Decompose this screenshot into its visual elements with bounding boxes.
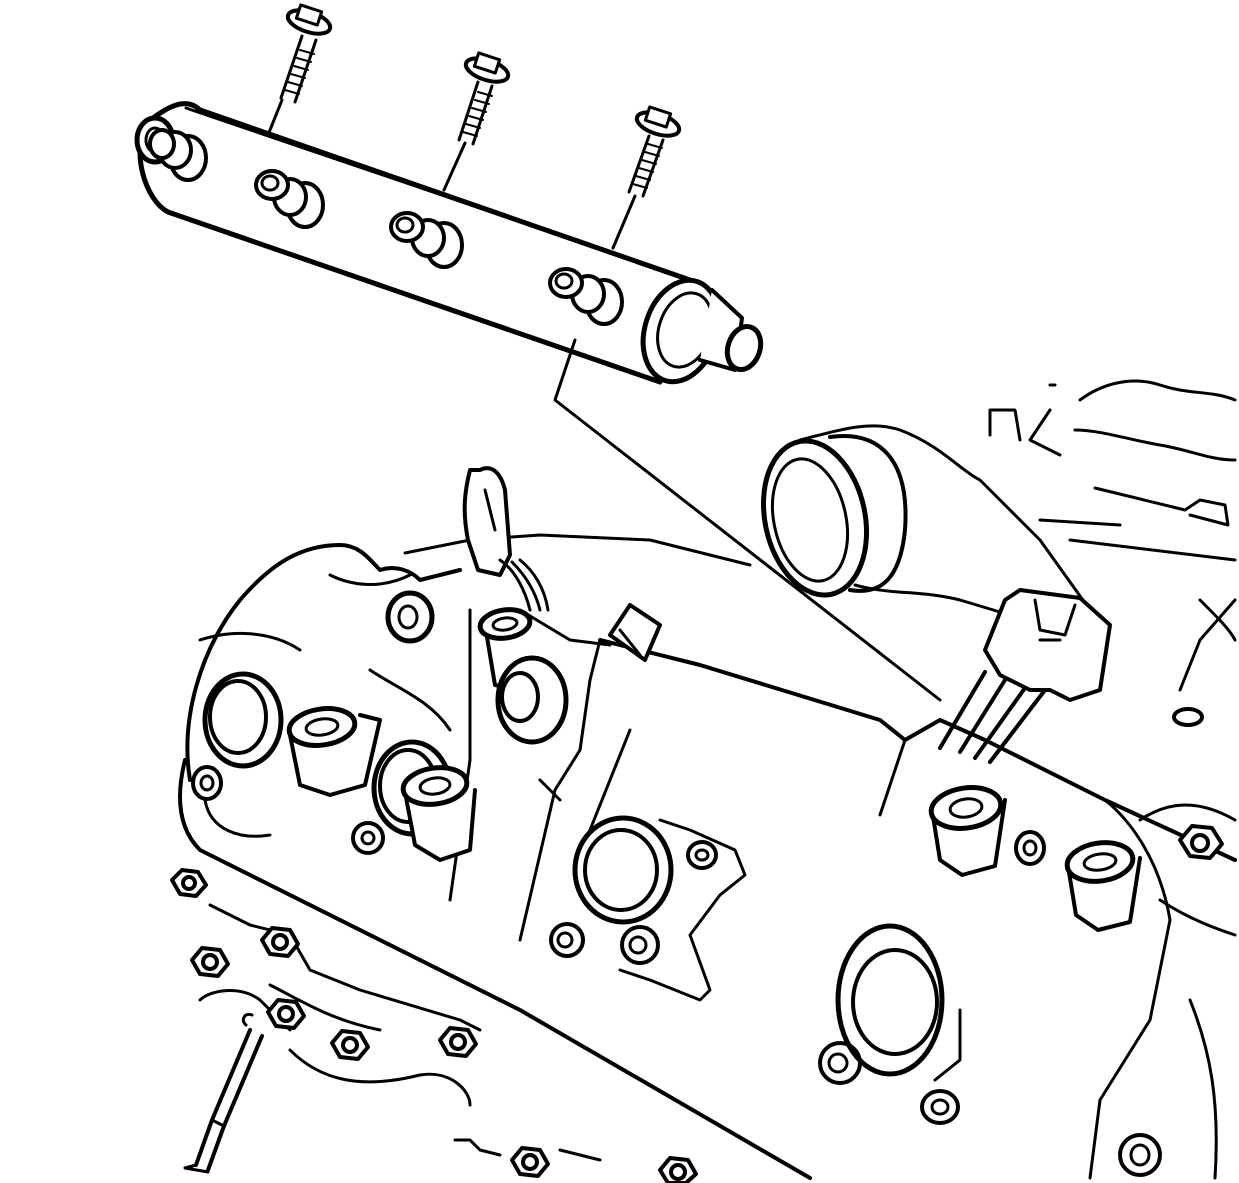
manifold-port-3	[572, 815, 747, 1002]
mounting-holes	[191, 707, 1204, 1177]
hex-nut-5	[330, 1029, 370, 1061]
hex-nut-7	[510, 1146, 550, 1178]
fuel-injector-3	[389, 211, 464, 269]
wiring-harness	[938, 670, 1047, 764]
hex-nut-8	[658, 1156, 698, 1183]
fuel-injector-4	[548, 267, 624, 326]
fuel-rail-bolt-3	[611, 105, 682, 250]
fuel-injector-2	[254, 169, 325, 229]
fuel-rail-bolt-1	[266, 3, 333, 137]
throttle-body-inlet	[760, 408, 1092, 617]
vacuum-port	[385, 590, 569, 745]
hex-nut-9	[1178, 824, 1224, 860]
manifold-port-1	[202, 671, 284, 769]
hex-nut-2	[260, 926, 300, 958]
engine-background-upper-right	[1028, 379, 1237, 692]
injector-boss-4	[1064, 840, 1142, 932]
hex-nut-3	[190, 946, 230, 978]
sensor-bracket	[608, 603, 662, 662]
intake-manifold	[178, 533, 1237, 1180]
electrical-connector-right	[983, 588, 1112, 702]
manifold-port-4	[835, 923, 962, 1082]
manifold-stud	[183, 1012, 264, 1174]
injector-boss-3	[928, 785, 1007, 877]
hex-nut-4	[266, 998, 306, 1030]
electrical-connector-left	[462, 466, 550, 612]
hex-nut-1	[170, 868, 208, 898]
injector-boss-1	[286, 706, 382, 797]
fuel-rail-bolt-2	[442, 51, 511, 192]
hex-nut-6	[438, 1026, 478, 1058]
injector-boss-2	[400, 765, 477, 862]
fuel-injector-1	[148, 128, 208, 182]
hex-nuts	[170, 824, 1224, 1183]
